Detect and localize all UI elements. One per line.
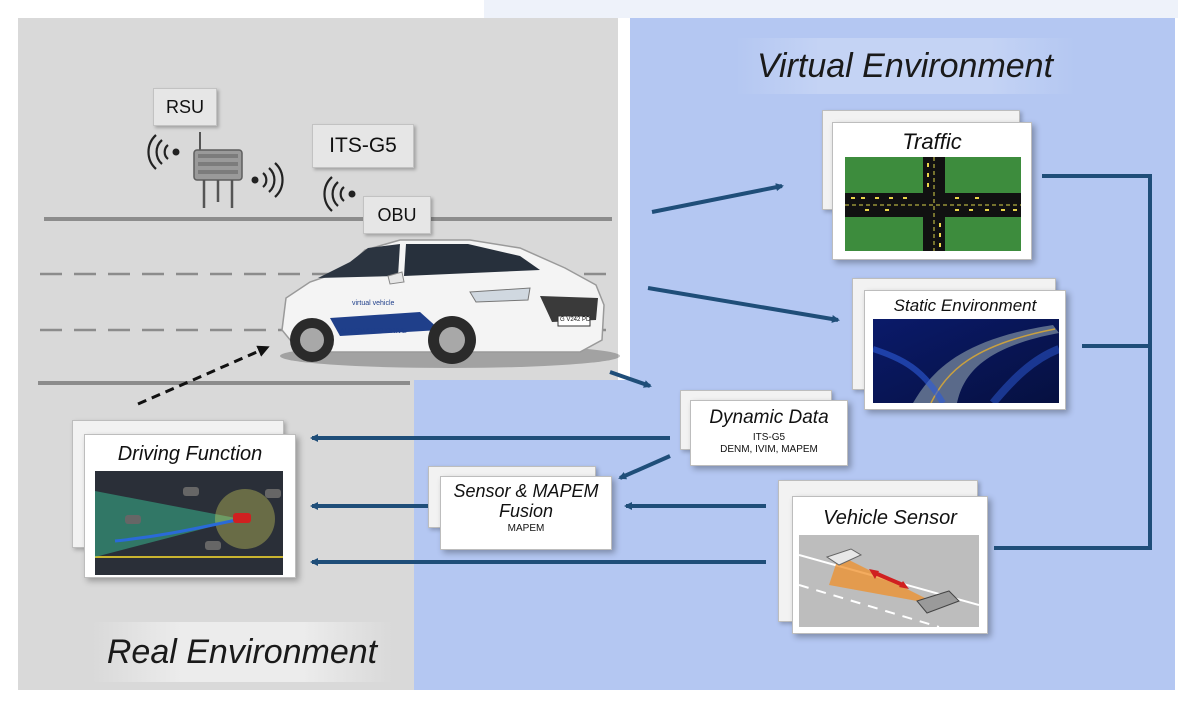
driving-function-adas-image (95, 471, 283, 575)
vehicle-license-plate: G V242 PD (560, 317, 591, 323)
static-environment-pointcloud-image (873, 319, 1059, 403)
traffic-intersection-image (845, 157, 1021, 251)
wireless-signal-icon-left (147, 134, 180, 170)
vehicle-brand-text: virtual vehicle (352, 300, 395, 307)
dynamic-data-sub-messages: DENM, IVIM, MAPEM (720, 444, 818, 455)
virtual-environment-title: Virtual Environment (735, 38, 1075, 94)
its-g5-label: ITS-G5 (312, 124, 414, 168)
sensor-fusion-card-title-line1: Sensor & MAPEM (453, 481, 599, 501)
wireless-signal-icon-obu (323, 176, 356, 212)
connector-right-bracket (994, 174, 1152, 550)
arrow-to-dynamic-data (609, 370, 652, 388)
virtual-top-edge (484, 0, 1178, 18)
arrow-driving-to-vehicle (137, 345, 270, 406)
vehicle-sensor-card: Vehicle Sensor (792, 496, 988, 634)
arrow-to-static-environment (647, 286, 840, 323)
wireless-signal-icon-right (251, 162, 284, 198)
dynamic-data-sub-protocol: ITS-G5 (752, 432, 786, 443)
obu-label: OBU (363, 196, 431, 234)
vehicle-door-text: AUTOMATED DRIVE (340, 328, 407, 335)
dynamic-data-card-title: Dynamic Data (709, 407, 829, 428)
rsu-label: RSU (153, 88, 217, 126)
traffic-card-title: Traffic (902, 129, 962, 154)
dynamic-data-card: Dynamic Data ITS-G5 DENM, IVIM, MAPEM (690, 400, 848, 466)
real-environment-title: Real Environment (92, 622, 392, 682)
sensor-fusion-card: Sensor & MAPEM Fusion MAPEM (440, 476, 612, 550)
static-environment-card: Static Environment (864, 290, 1066, 410)
vehicle-illustration (280, 239, 620, 368)
vehicle-sensor-image (799, 535, 979, 627)
vehicle-sensor-card-title: Vehicle Sensor (823, 507, 957, 529)
driving-function-card-title: Driving Function (117, 443, 263, 465)
sensor-fusion-card-sub: MAPEM (507, 523, 545, 534)
rsu-device-icon (193, 132, 243, 208)
sensor-fusion-card-title-line2: Fusion (498, 501, 554, 521)
arrow-to-traffic (651, 183, 784, 214)
traffic-card: Traffic (832, 122, 1032, 260)
static-environment-card-title: Static Environment (893, 296, 1037, 315)
driving-function-card: Driving Function (84, 434, 296, 578)
arrow-dynamic-to-fusion (618, 454, 671, 480)
